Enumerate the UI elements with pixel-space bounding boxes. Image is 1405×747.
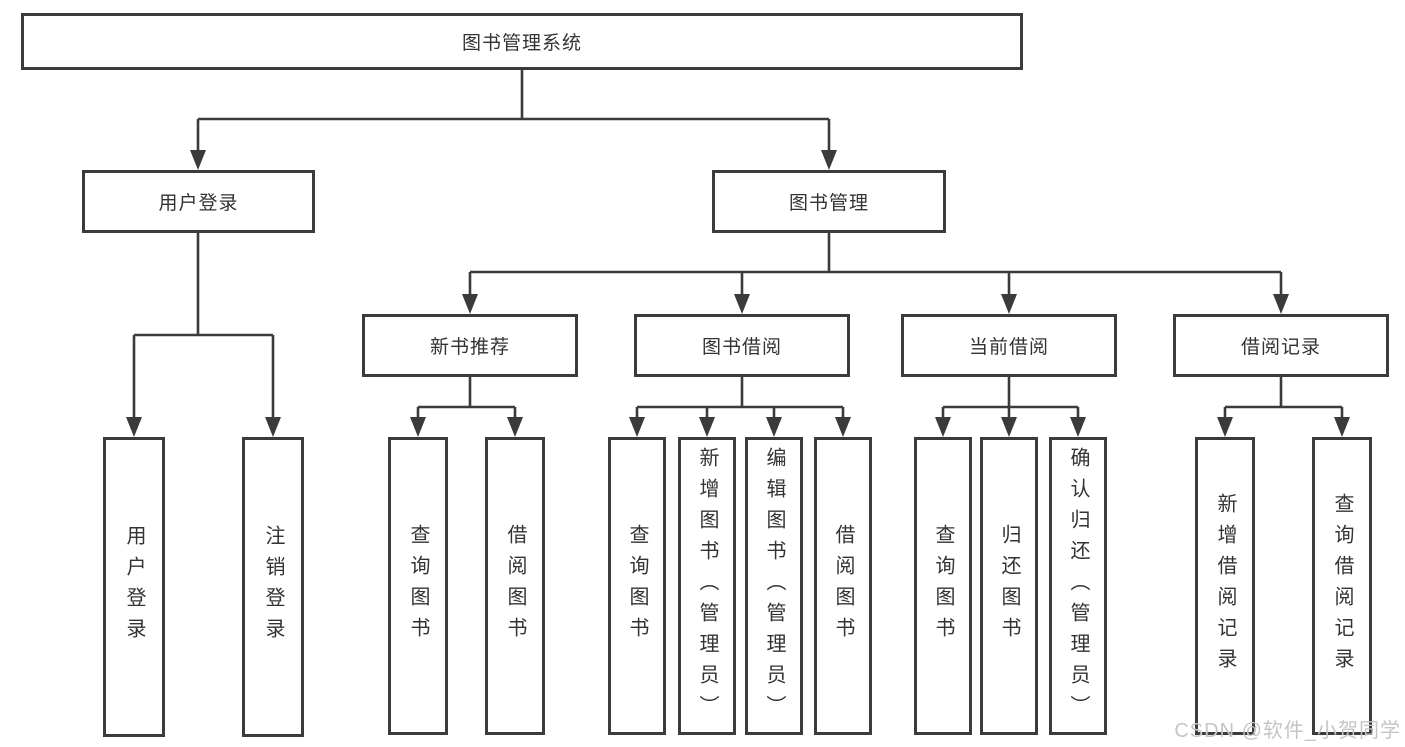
node-current-borrow: 当前借阅 [901, 314, 1117, 377]
node-label: 新书推荐 [429, 337, 510, 358]
node-label: 新增图书（管理员） [696, 446, 718, 726]
node-label: 图书借阅 [701, 337, 782, 358]
node-bb-borrow-books: 借阅图书 [814, 437, 872, 735]
node-book-management: 图书管理 [712, 170, 946, 233]
node-cb-return-books: 归还图书 [980, 437, 1038, 735]
node-br-add-record: 新增借阅记录 [1195, 437, 1255, 735]
node-label: 借阅图书 [832, 524, 854, 648]
node-label: 注销登录 [262, 525, 284, 649]
node-label: 借阅记录 [1240, 337, 1321, 358]
node-label: 查询图书 [407, 524, 429, 648]
node-label: 查询借阅记录 [1331, 493, 1353, 679]
node-label: 图书管理系统 [461, 33, 582, 54]
node-borrow-records: 借阅记录 [1173, 314, 1389, 377]
node-leaf-logout: 注销登录 [242, 437, 304, 737]
node-bb-edit-books-admin: 编辑图书（管理员） [745, 437, 803, 735]
node-leaf-user-login: 用户登录 [103, 437, 165, 737]
node-label: 图书管理 [788, 193, 869, 214]
node-label: 查询图书 [626, 524, 648, 648]
node-label: 编辑图书（管理员） [763, 446, 785, 726]
node-rec-query-books: 查询图书 [388, 437, 448, 735]
node-label: 用户登录 [123, 525, 145, 649]
node-cb-confirm-return-admin: 确认归还（管理员） [1049, 437, 1107, 735]
node-label: 查询图书 [932, 524, 954, 648]
node-label: 新增借阅记录 [1214, 493, 1236, 679]
node-label: 当前借阅 [968, 337, 1049, 358]
node-bb-query-books: 查询图书 [608, 437, 666, 735]
node-label: 用户登录 [158, 193, 239, 214]
node-new-book-recommend: 新书推荐 [362, 314, 578, 377]
node-br-query-record: 查询借阅记录 [1312, 437, 1372, 735]
node-label: 归还图书 [998, 524, 1020, 648]
node-user-login: 用户登录 [82, 170, 315, 233]
node-label: 借阅图书 [504, 524, 526, 648]
csdn-watermark: CSDN @软件_小贺同学 [1174, 720, 1401, 742]
node-bb-add-books-admin: 新增图书（管理员） [678, 437, 736, 735]
node-book-borrow: 图书借阅 [634, 314, 850, 377]
node-rec-borrow-books: 借阅图书 [485, 437, 545, 735]
node-system-root: 图书管理系统 [21, 13, 1023, 70]
node-label: 确认归还（管理员） [1067, 446, 1089, 726]
node-cb-query-books: 查询图书 [914, 437, 972, 735]
